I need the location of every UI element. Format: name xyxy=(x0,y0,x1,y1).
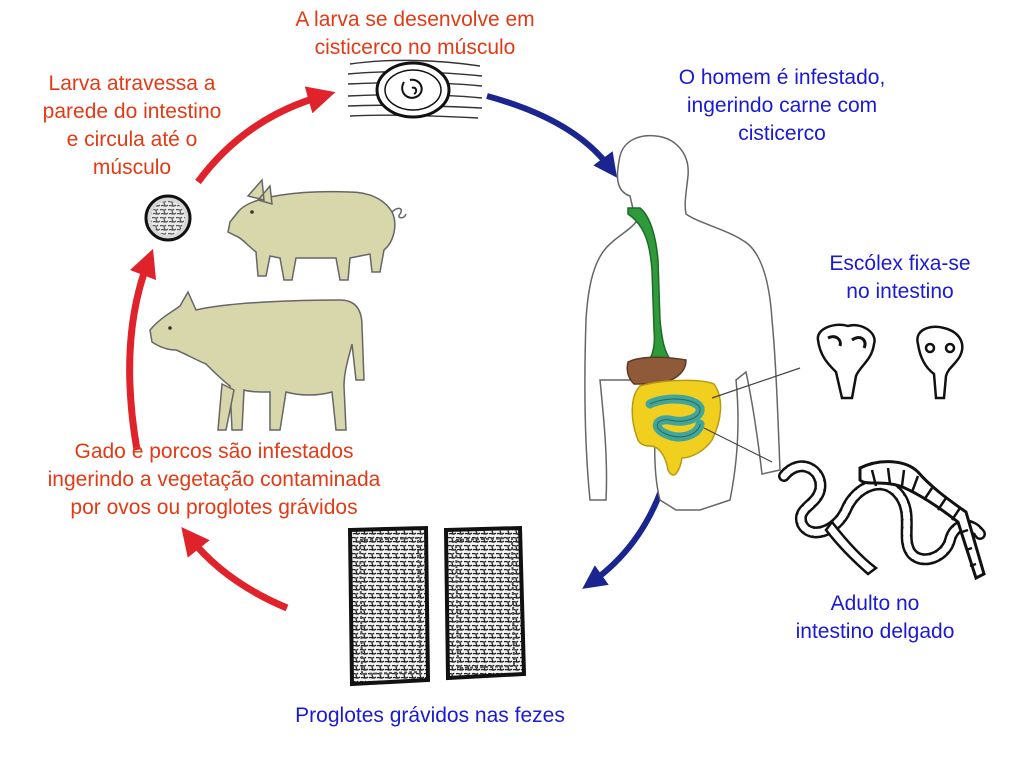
label-adult: Adulto no intestino delgado xyxy=(760,590,990,646)
arrow-human-to-feces xyxy=(582,486,665,589)
blue-cycle-arrows xyxy=(486,93,665,589)
arrow-muscle-to-human xyxy=(486,93,618,178)
arrow-host-to-larva xyxy=(126,248,157,451)
cow-illustration xyxy=(149,290,365,431)
label-line: músculo xyxy=(92,156,172,179)
human-digestive-system xyxy=(584,134,801,511)
label-cattle-pigs: Gado e porcos são infestados ingerindo a… xyxy=(4,438,424,522)
label-man-infested: O homem é infestado, ingerindo carne com… xyxy=(630,64,934,148)
label-line: O homem é infestado, xyxy=(678,66,886,89)
larva-oncosphere xyxy=(144,194,192,242)
pig-illustration xyxy=(227,178,407,281)
scolex-illustration xyxy=(816,323,964,400)
label-line: cisticerco no músculo xyxy=(314,36,516,59)
label-line: por ovos ou proglotes grávidos xyxy=(70,496,358,519)
label-line: Gado e porcos são infestados xyxy=(74,440,354,463)
cysticercus-in-muscle xyxy=(347,59,483,119)
label-line: cisticerco xyxy=(738,122,826,145)
label-cyst-in-muscle: A larva se desenvolve em cisticerco no m… xyxy=(250,6,580,62)
label-scolex: Escólex fixa-se no intestino xyxy=(800,250,1000,306)
arrow-proglottids-to-hosts xyxy=(181,527,289,612)
label-line: no intestino xyxy=(846,280,954,303)
label-line: e circula até o xyxy=(66,128,198,151)
label-line: ingerindo a vegetação contaminada xyxy=(47,468,381,491)
adult-tapeworm-illustration xyxy=(778,460,986,581)
red-cycle-arrows xyxy=(126,86,336,612)
label-line: A larva se desenvolve em xyxy=(295,8,535,31)
label-line: ingerindo carne com xyxy=(686,94,878,117)
label-line: Escólex fixa-se xyxy=(829,252,971,275)
arrow-larva-to-muscle xyxy=(195,86,336,185)
label-line: parede do intestino xyxy=(42,100,222,123)
label-larva-crosses: Larva atravessa a parede do intestino e … xyxy=(14,70,250,182)
label-line: Larva atravessa a xyxy=(48,72,216,95)
label-line: Adulto no xyxy=(830,592,920,615)
gravid-proglottids-illustration xyxy=(347,525,527,687)
label-proglottids: Proglotes grávidos nas fezes xyxy=(295,704,565,727)
label-line: intestino delgado xyxy=(795,620,955,643)
